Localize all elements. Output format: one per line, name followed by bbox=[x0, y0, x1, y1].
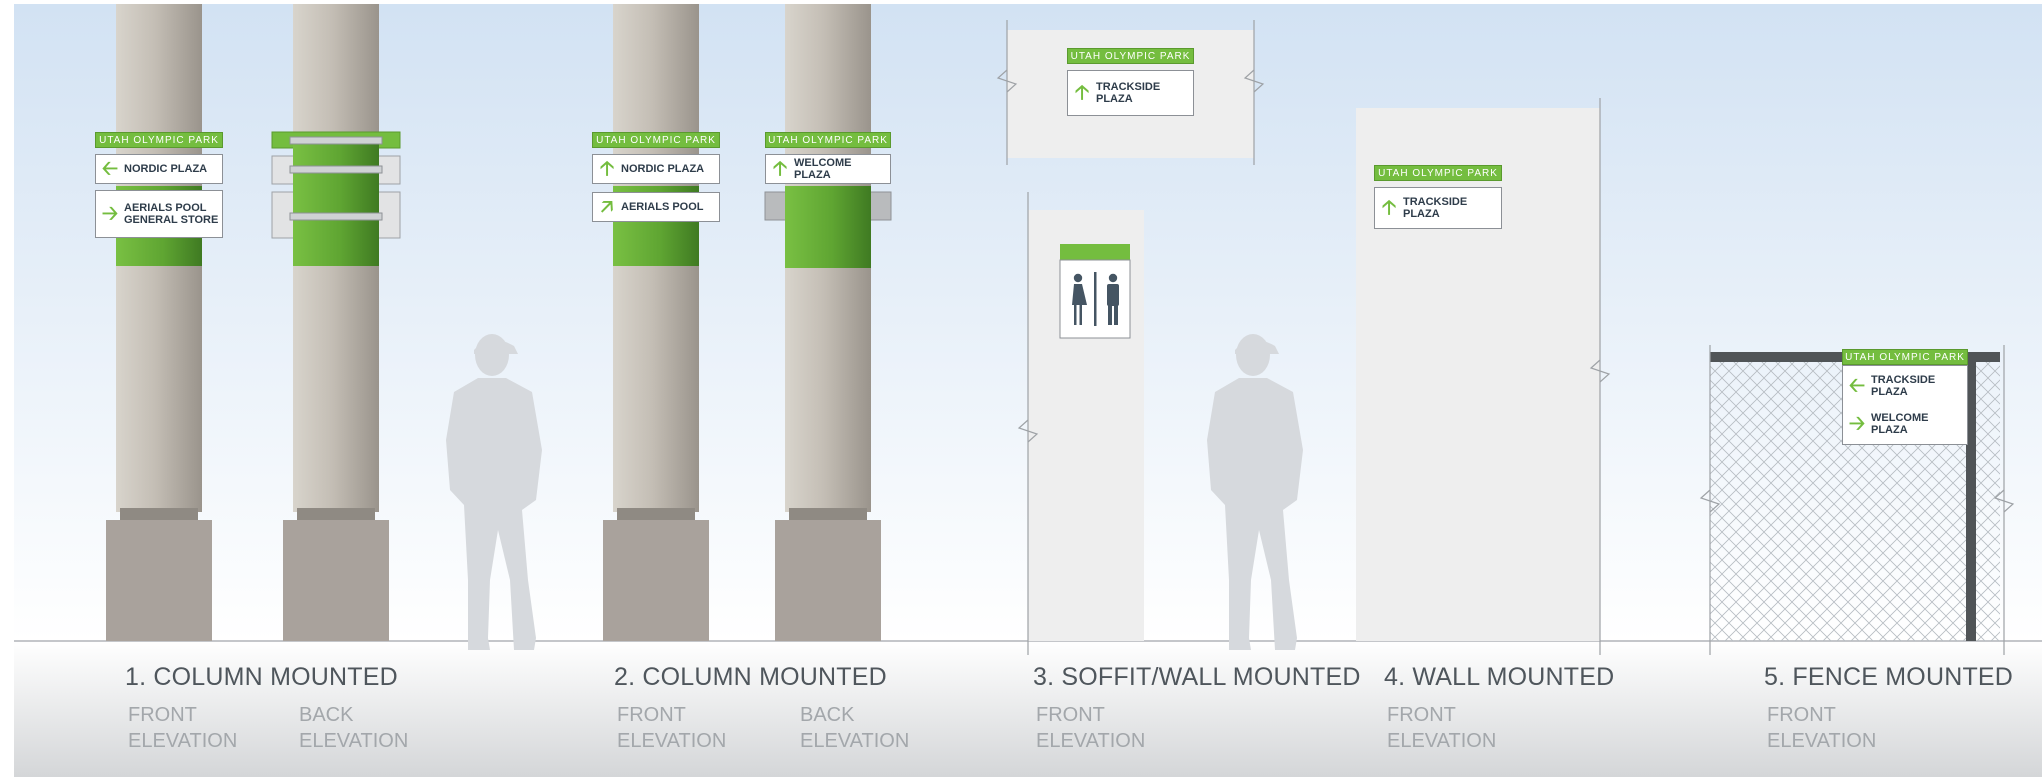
arrow-right-icon: 🡢 bbox=[1848, 413, 1866, 435]
arrow-up-icon: 🡡 bbox=[1381, 197, 1397, 219]
arrow-up-icon: 🡡 bbox=[772, 158, 788, 180]
wall-4 bbox=[1356, 98, 1611, 655]
arrow-left-icon: 🡠 bbox=[1848, 375, 1866, 397]
arrow-up-icon: 🡡 bbox=[599, 158, 615, 180]
sign-4-destination-1: TRACKSIDE PLAZA bbox=[1403, 196, 1468, 220]
elevation-label-2-back: BACK ELEVATION bbox=[800, 704, 910, 752]
column-1-back bbox=[271, 4, 401, 641]
sign-5-row-1: 🡠TRACKSIDE PLAZA bbox=[1843, 366, 1967, 406]
sign-2b-header: UTAH OLYMPIC PARK bbox=[765, 132, 891, 148]
sign-2a-destination-2: AERIALS POOL bbox=[621, 201, 704, 213]
elevation-label-2-front: FRONT ELEVATION bbox=[617, 704, 727, 752]
arrow-right-icon: 🡢 bbox=[101, 203, 119, 225]
sign-4-row-1: 🡡 TRACKSIDE PLAZA bbox=[1374, 187, 1502, 229]
column-2-front bbox=[603, 4, 709, 641]
sign-1-destination-1: NORDIC PLAZA bbox=[124, 163, 208, 175]
restroom-sign bbox=[1059, 244, 1131, 339]
mount-title-2: 2. COLUMN MOUNTED bbox=[614, 663, 887, 691]
elevation-label-3-front: FRONT ELEVATION bbox=[1036, 704, 1146, 752]
column-1-front bbox=[106, 4, 212, 641]
sign-1-destination-2: AERIALS POOL GENERAL STORE bbox=[124, 202, 219, 226]
sign-2a-header: UTAH OLYMPIC PARK bbox=[592, 132, 720, 148]
sign-5-destination-2: WELCOME PLAZA bbox=[1871, 412, 1929, 436]
mount-title-3: 3. SOFFIT/WALL MOUNTED bbox=[1033, 663, 1361, 691]
mount-title-4: 4. WALL MOUNTED bbox=[1384, 663, 1615, 691]
sign-2a-row-1: 🡡 NORDIC PLAZA bbox=[592, 154, 720, 184]
column-2-side bbox=[764, 4, 892, 641]
sign-5-header: UTAH OLYMPIC PARK bbox=[1842, 349, 1968, 365]
sign-3-destination-1: TRACKSIDE PLAZA bbox=[1096, 81, 1161, 105]
arrow-up-icon: 🡡 bbox=[1074, 82, 1090, 104]
sign-3-row-1: 🡡 TRACKSIDE PLAZA bbox=[1067, 70, 1194, 116]
arrow-up-right-icon: 🡥 bbox=[600, 196, 614, 218]
arrow-left-icon: 🡠 bbox=[101, 158, 119, 180]
mount-title-1: 1. COLUMN MOUNTED bbox=[125, 663, 398, 691]
sign-3-header: UTAH OLYMPIC PARK bbox=[1067, 48, 1194, 64]
elevation-label-1-back: BACK ELEVATION bbox=[299, 704, 409, 752]
sign-2a-row-2: 🡥 AERIALS POOL bbox=[592, 192, 720, 222]
elevation-label-1-front: FRONT ELEVATION bbox=[128, 704, 238, 752]
sign-2a-destination-1: NORDIC PLAZA bbox=[621, 163, 705, 175]
sign-2b-row-1: 🡡 WELCOME PLAZA bbox=[765, 154, 891, 184]
sign-4-header: UTAH OLYMPIC PARK bbox=[1374, 165, 1502, 181]
sign-5-panel: 🡠TRACKSIDE PLAZA 🡢WELCOME PLAZA bbox=[1842, 365, 1968, 445]
sign-5-destination-1: TRACKSIDE PLAZA bbox=[1871, 374, 1936, 398]
elevation-label-5-front: FRONT ELEVATION bbox=[1767, 704, 1877, 752]
sign-5-row-2: 🡢WELCOME PLAZA bbox=[1843, 406, 1967, 442]
sign-2b-destination-1: WELCOME PLAZA bbox=[794, 157, 852, 181]
mount-title-5: 5. FENCE MOUNTED bbox=[1764, 663, 2014, 691]
sign-1-row-2: 🡢AERIALS POOL GENERAL STORE bbox=[95, 190, 223, 238]
sign-1-row-1: 🡠 NORDIC PLAZA bbox=[95, 154, 223, 184]
sign-1-header: UTAH OLYMPIC PARK bbox=[95, 132, 223, 148]
ground-band bbox=[14, 641, 2042, 777]
restroom-icon bbox=[1072, 272, 1119, 326]
elevation-label-4-front: FRONT ELEVATION bbox=[1387, 704, 1497, 752]
